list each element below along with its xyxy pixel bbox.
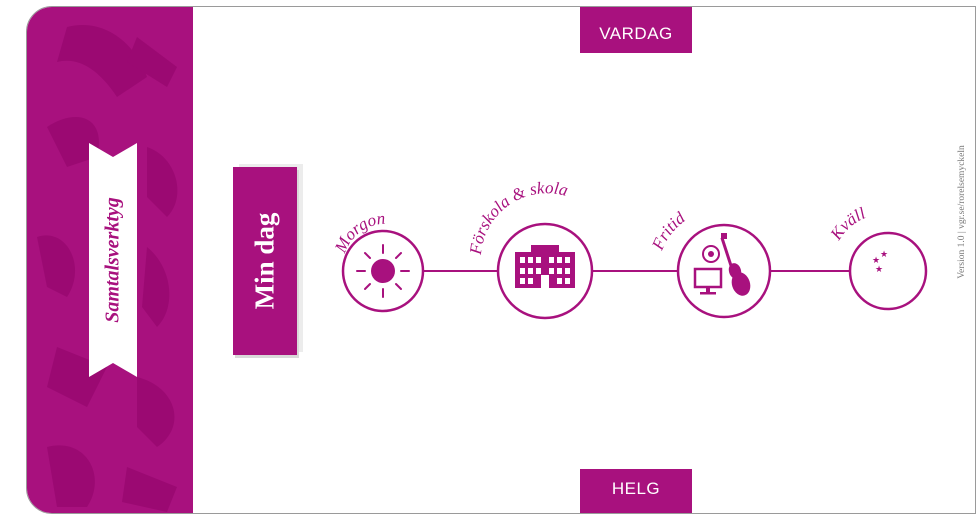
tab-helg[interactable]: HELG <box>580 469 692 514</box>
kvall-circle <box>850 233 926 309</box>
timeline-stop-fritid[interactable]: Fritid <box>648 208 770 317</box>
sun-icon <box>357 245 409 297</box>
timeline-stop-morgon[interactable]: Morgon <box>331 209 423 311</box>
kvall-label-text: Kväll <box>826 204 868 244</box>
version-info: Version 1.0 | vgr.se/rorelsemyckeln <box>955 117 969 307</box>
svg-text:★: ★ <box>875 265 883 275</box>
svg-text:★: ★ <box>880 250 888 260</box>
timeline-stop-kvall[interactable]: ★ ★ ★ Kväll <box>826 204 926 309</box>
kvall-label: Kväll <box>826 204 868 244</box>
fritid-label-text: Fritid <box>648 208 689 254</box>
timeline-stop-forskola-skola[interactable]: Förskola & skola <box>466 178 609 318</box>
version-text: Version 1.0 | vgr.se/rorelsemyckeln <box>957 145 967 279</box>
fritid-label: Fritid <box>648 208 689 254</box>
football-icon <box>703 246 719 262</box>
tab-helg-label: HELG <box>612 479 660 499</box>
app-card: Samtalsverktyg VARDAG Min dag <box>26 6 976 514</box>
day-timeline: Morgon Förskola & sko <box>27 7 976 514</box>
